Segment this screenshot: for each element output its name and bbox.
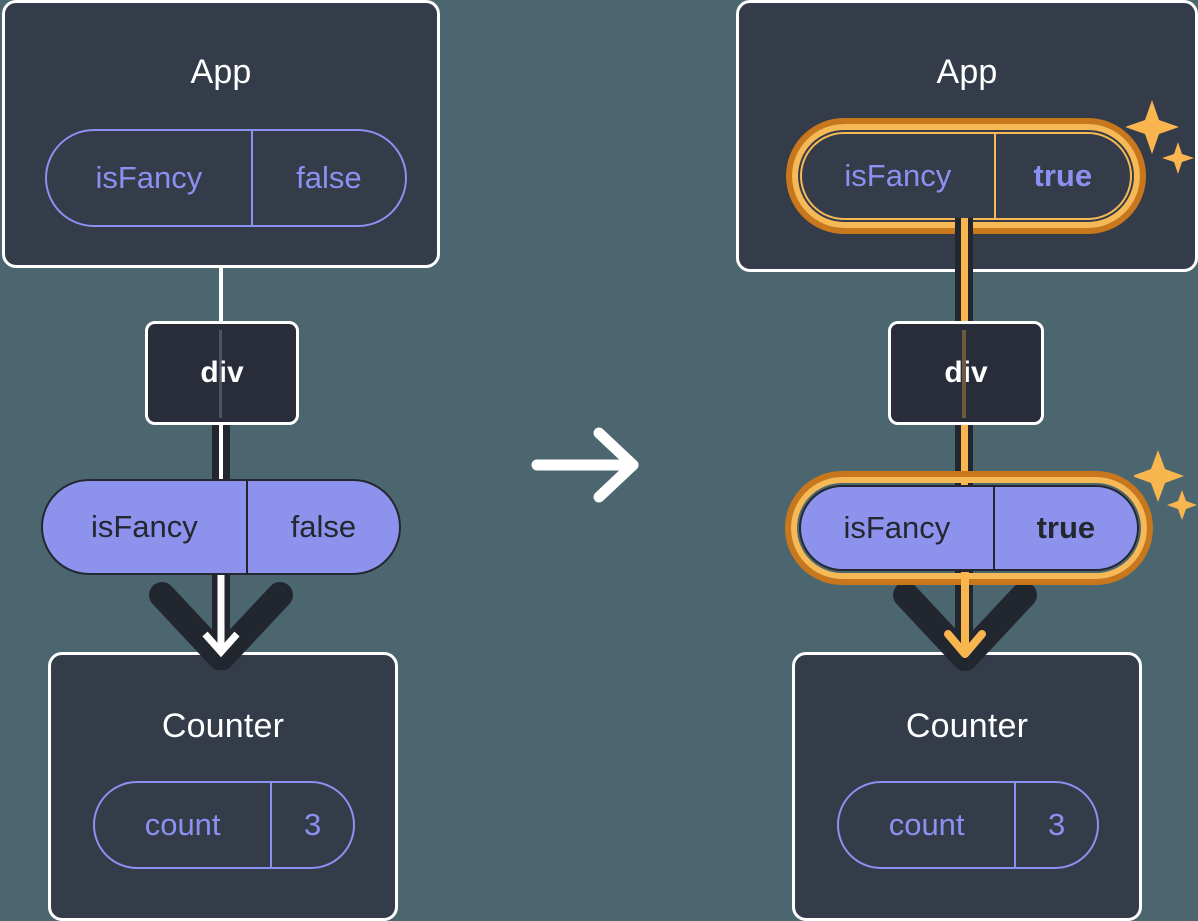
dom-node-div-after[interactable]: div [888, 321, 1044, 425]
props-value-before: false [290, 509, 357, 544]
counter-state-value-before: 3 [304, 807, 322, 842]
app-title-before: App [190, 53, 252, 91]
arrow-props-to-counter-before [149, 582, 293, 670]
connector-through-div-left [219, 330, 222, 418]
state-value-before: false [296, 160, 362, 195]
props-key-after: isFancy [801, 487, 995, 569]
props-value-after: true [1036, 510, 1096, 545]
state-key-before: isFancy [47, 131, 253, 225]
props-key-before: isFancy [43, 481, 248, 573]
arrow-head-orange-after [944, 572, 986, 658]
counter-state-value-after: 3 [1048, 807, 1066, 842]
state-key-after: isFancy [802, 134, 996, 218]
counter-state-pill-before[interactable]: count 3 [93, 781, 355, 869]
counter-card-after: Counter count 3 [792, 652, 1142, 921]
counter-state-pill-after[interactable]: count 3 [837, 781, 1099, 869]
counter-title-before: Counter [161, 707, 285, 745]
connector-app-to-div-inner-right [961, 218, 968, 326]
counter-title-after: Counter [905, 707, 1029, 745]
dom-node-div-before[interactable]: div [145, 321, 299, 425]
sparkle-icon-app-after [1126, 100, 1194, 174]
counter-card-before: Counter count 3 [48, 652, 398, 921]
sparkle-icon-props-after [1134, 450, 1197, 520]
connector-div-to-props-inner-right [961, 420, 968, 496]
app-title-after: App [936, 53, 998, 91]
arrow-head-white-before [202, 572, 240, 658]
app-state-pill-before[interactable]: isFancy false [45, 129, 407, 227]
counter-state-key-after: count [839, 783, 1017, 867]
counter-state-key-before: count [95, 783, 273, 867]
props-pill-before[interactable]: isFancy false [41, 479, 401, 575]
connector-div-to-props-inner-left [219, 420, 223, 492]
transition-arrow-icon [531, 427, 639, 503]
connector-app-to-div-left [219, 262, 223, 324]
app-state-pill-after[interactable]: isFancy true [800, 132, 1132, 220]
app-card-before: App isFancy false [2, 0, 440, 268]
state-value-after: true [1033, 158, 1093, 193]
connector-through-div-right [962, 330, 966, 418]
props-pill-after[interactable]: isFancy true [799, 485, 1139, 571]
